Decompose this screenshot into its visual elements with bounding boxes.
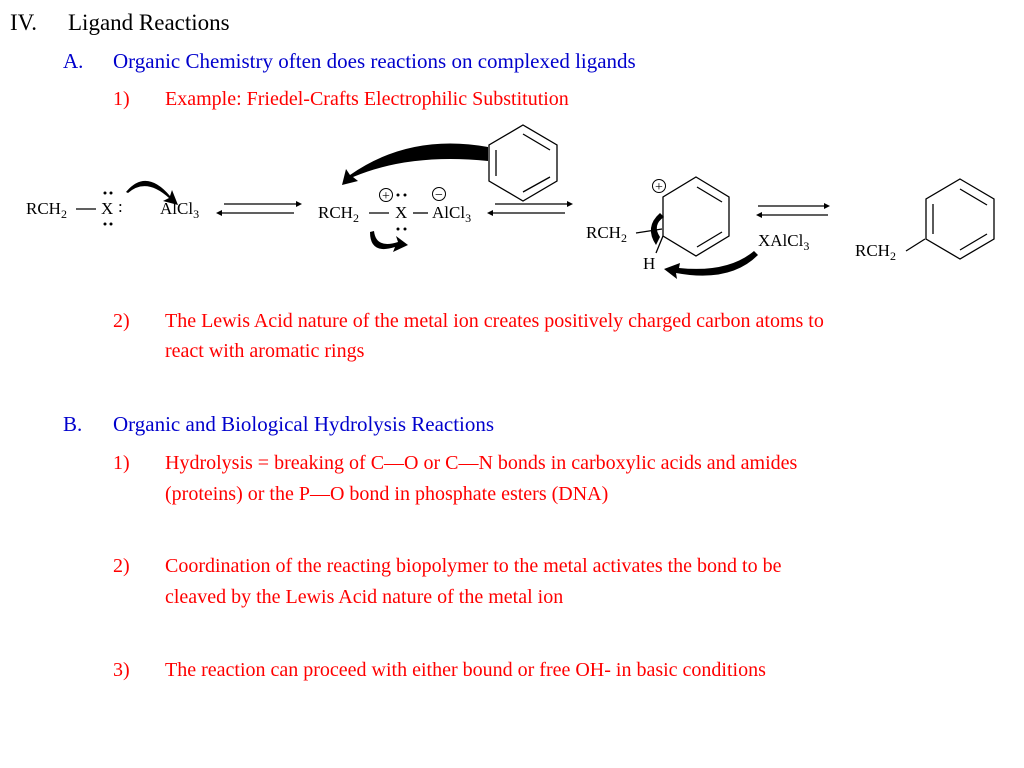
scheme-rch: RCH2: [855, 241, 896, 263]
item-text: (proteins) or the P—O bond in phosphate …: [165, 483, 609, 505]
lone-pair: :: [118, 197, 123, 216]
curved-arrow-icon: [126, 180, 178, 205]
heading-number: IV.: [10, 10, 38, 35]
item-number: 1): [113, 88, 130, 110]
item-text: Example: Friedel-Crafts Electrophilic Su…: [165, 88, 569, 110]
list-item-continuation: cleaved by the Lewis Acid nature of the …: [165, 587, 563, 607]
plus-charge-icon: +: [652, 179, 666, 195]
item-text: Hydrolysis = breaking of C—O or C—N bond…: [165, 452, 798, 474]
minus-charge-icon: −: [432, 187, 446, 203]
scheme-alcl3: AlCl3: [432, 203, 471, 225]
curved-arrow-icon: [664, 251, 758, 279]
curved-arrow-icon: [370, 231, 408, 252]
scheme-x-atom: X: [395, 203, 407, 222]
list-item-continuation: react with aromatic rings: [165, 341, 364, 361]
benzene-ring-icon: [488, 124, 558, 202]
item-number: 2): [113, 310, 130, 332]
equilibrium-arrow-icon: [487, 201, 573, 216]
lone-pair-dots: [103, 191, 113, 226]
item-number: 1): [113, 452, 130, 474]
scheme-x-atom: X: [101, 199, 113, 218]
bond-line: [655, 235, 664, 254]
cyclohexadienyl-ring-icon: [662, 176, 730, 257]
curved-arrow-icon: [650, 213, 664, 245]
scheme-h-atom: H: [643, 254, 655, 273]
scheme-alcl3: AlCl3: [160, 199, 199, 221]
curved-arrow-icon: [342, 143, 488, 185]
scheme-rch: RCH2: [586, 223, 627, 245]
bond-line: [905, 238, 926, 252]
equilibrium-arrow-icon: [756, 203, 830, 218]
item-text: Coordination of the reacting biopolymer …: [165, 555, 782, 577]
benzene-ring-icon: [925, 178, 995, 260]
item-text: The Lewis Acid nature of the metal ion c…: [165, 310, 824, 332]
subsection-a-title: Organic Chemistry often does reactions o…: [113, 49, 636, 73]
subsection-b-title: Organic and Biological Hydrolysis Reacti…: [113, 412, 495, 436]
scheme-xalcl3: XAlCl3: [758, 231, 809, 253]
lone-pair-dots: [396, 193, 407, 231]
svg-text:+: +: [382, 189, 390, 204]
friedel-crafts-scheme: RCH2 X : AlCl3 RCH2 X AlCl3 + −: [26, 124, 995, 279]
item-text: react with aromatic rings: [165, 340, 365, 362]
scheme-rch: RCH2: [318, 203, 359, 225]
plus-charge-icon: +: [379, 188, 393, 204]
item-number: 3): [113, 659, 130, 681]
svg-text:−: −: [435, 188, 443, 203]
scheme-rch: RCH2: [26, 199, 67, 221]
subsection-a-letter: A.: [63, 49, 84, 73]
equilibrium-arrow-icon: [216, 201, 302, 216]
bond-line: [635, 228, 663, 234]
svg-text:+: +: [655, 180, 663, 195]
item-number: 2): [113, 555, 130, 577]
subsection-b-letter: B.: [63, 412, 83, 436]
list-item-continuation: (proteins) or the P—O bond in phosphate …: [165, 484, 608, 504]
item-text: The reaction can proceed with either bou…: [165, 659, 766, 681]
heading-title: Ligand Reactions: [68, 10, 230, 35]
item-text: cleaved by the Lewis Acid nature of the …: [165, 586, 564, 608]
